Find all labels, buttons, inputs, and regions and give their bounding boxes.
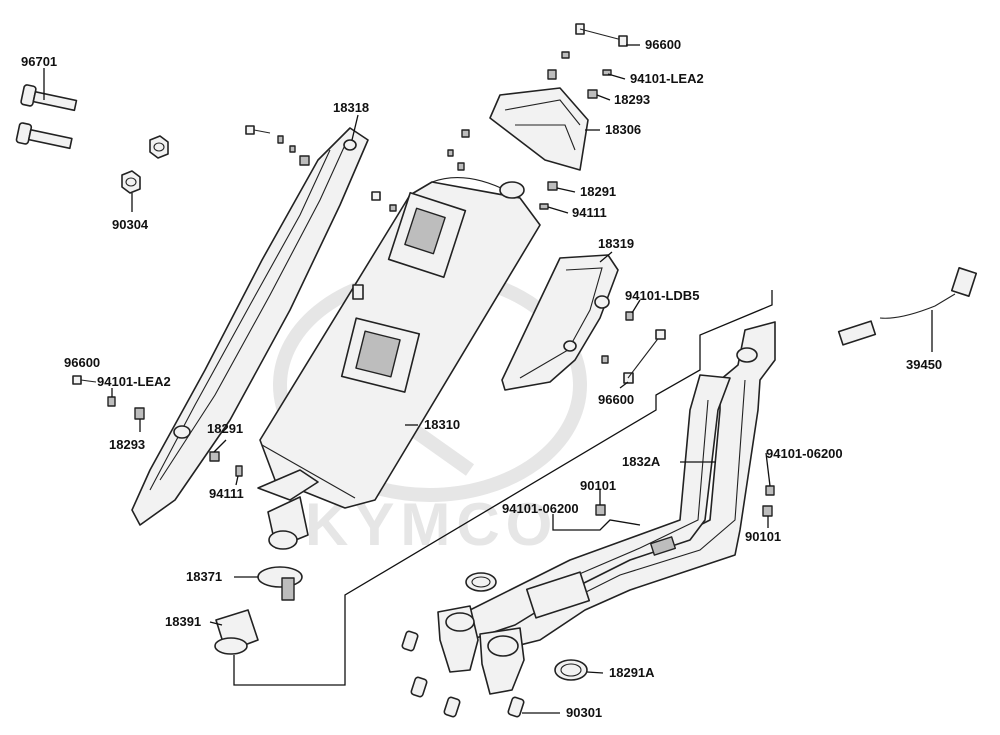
- callout-94101-06200-mid: 94101-06200: [502, 501, 579, 516]
- callout-39450: 39450: [906, 357, 942, 372]
- bolt-96600-mid: [623, 329, 666, 384]
- callout-94101-ldb5: 94101-LDB5: [625, 288, 699, 303]
- heat-shield-top-bolt: [245, 125, 310, 166]
- callout-18310: 18310: [424, 417, 460, 432]
- nut-18291-top: [547, 181, 558, 191]
- callout-96600-left: 96600: [64, 355, 100, 370]
- callout-94111-top: 94111: [572, 205, 607, 220]
- spring-18293-top: [547, 69, 598, 99]
- exhaust-pipe-1832A: [437, 321, 776, 695]
- callout-94101-lea2-left: 94101-LEA2: [97, 374, 171, 389]
- leader-lines: [43, 44, 933, 714]
- washer-94101-lea2-top: [561, 51, 612, 76]
- clamp-18371: [257, 566, 303, 601]
- callout-96701: 96701: [21, 54, 57, 69]
- washer-94101-06200-right: [765, 485, 775, 496]
- callout-labels: 96701 90304 18318 96600 94101-LEA2 18293…: [21, 37, 942, 720]
- gasket-18391: [214, 609, 259, 655]
- muffler-18310: [257, 129, 541, 550]
- callout-94111-left: 94111: [209, 486, 244, 501]
- oxygen-sensor-39450: [837, 267, 978, 346]
- callout-90101-lower: 90101: [745, 529, 781, 544]
- callout-18291-left: 18291: [207, 421, 243, 436]
- callout-94101-06200-right: 94101-06200: [766, 446, 843, 461]
- bolt-96600-top: [575, 23, 628, 47]
- callout-90304: 90304: [112, 217, 149, 232]
- nut-90101-lower: [762, 505, 773, 517]
- washer-94111-top: [539, 203, 549, 210]
- nut-90304: [121, 135, 169, 194]
- callout-96600-mid: 96600: [598, 392, 634, 407]
- callout-18391: 18391: [165, 614, 201, 629]
- callout-96600-top: 96600: [645, 37, 681, 52]
- end-cap-18306: [489, 87, 589, 171]
- bolt-96701: [15, 84, 78, 150]
- bolt-96600-left: [72, 375, 97, 385]
- nut-90101-upper: [595, 504, 606, 516]
- callout-18291-top: 18291: [580, 184, 616, 199]
- nuts-90301: [401, 630, 525, 718]
- heat-guard-18319: [501, 254, 619, 391]
- callout-90301: 90301: [566, 705, 602, 720]
- callout-18371: 18371: [186, 569, 222, 584]
- assembly-outline: [233, 290, 773, 686]
- washer-94101-lea2-left: [107, 396, 116, 407]
- gasket-ring-upper: [465, 572, 497, 592]
- callout-90101-upper: 90101: [580, 478, 616, 493]
- heat-shield-18318: [131, 127, 369, 526]
- washer-94101-ldb5: [601, 311, 634, 364]
- callout-18318: 18318: [333, 100, 369, 115]
- callout-18291A: 18291A: [609, 665, 655, 680]
- callout-18306: 18306: [605, 122, 641, 137]
- callout-1832A: 1832A: [622, 454, 661, 469]
- nut-18291-left: [209, 451, 220, 462]
- spring-18293-left: [134, 407, 145, 420]
- callout-18293-top: 18293: [614, 92, 650, 107]
- callout-18319: 18319: [598, 236, 634, 251]
- callout-18293-left: 18293: [109, 437, 145, 452]
- washer-94111-left: [235, 465, 243, 477]
- callout-94101-lea2-top: 94101-LEA2: [630, 71, 704, 86]
- gasket-18291A: [554, 659, 588, 681]
